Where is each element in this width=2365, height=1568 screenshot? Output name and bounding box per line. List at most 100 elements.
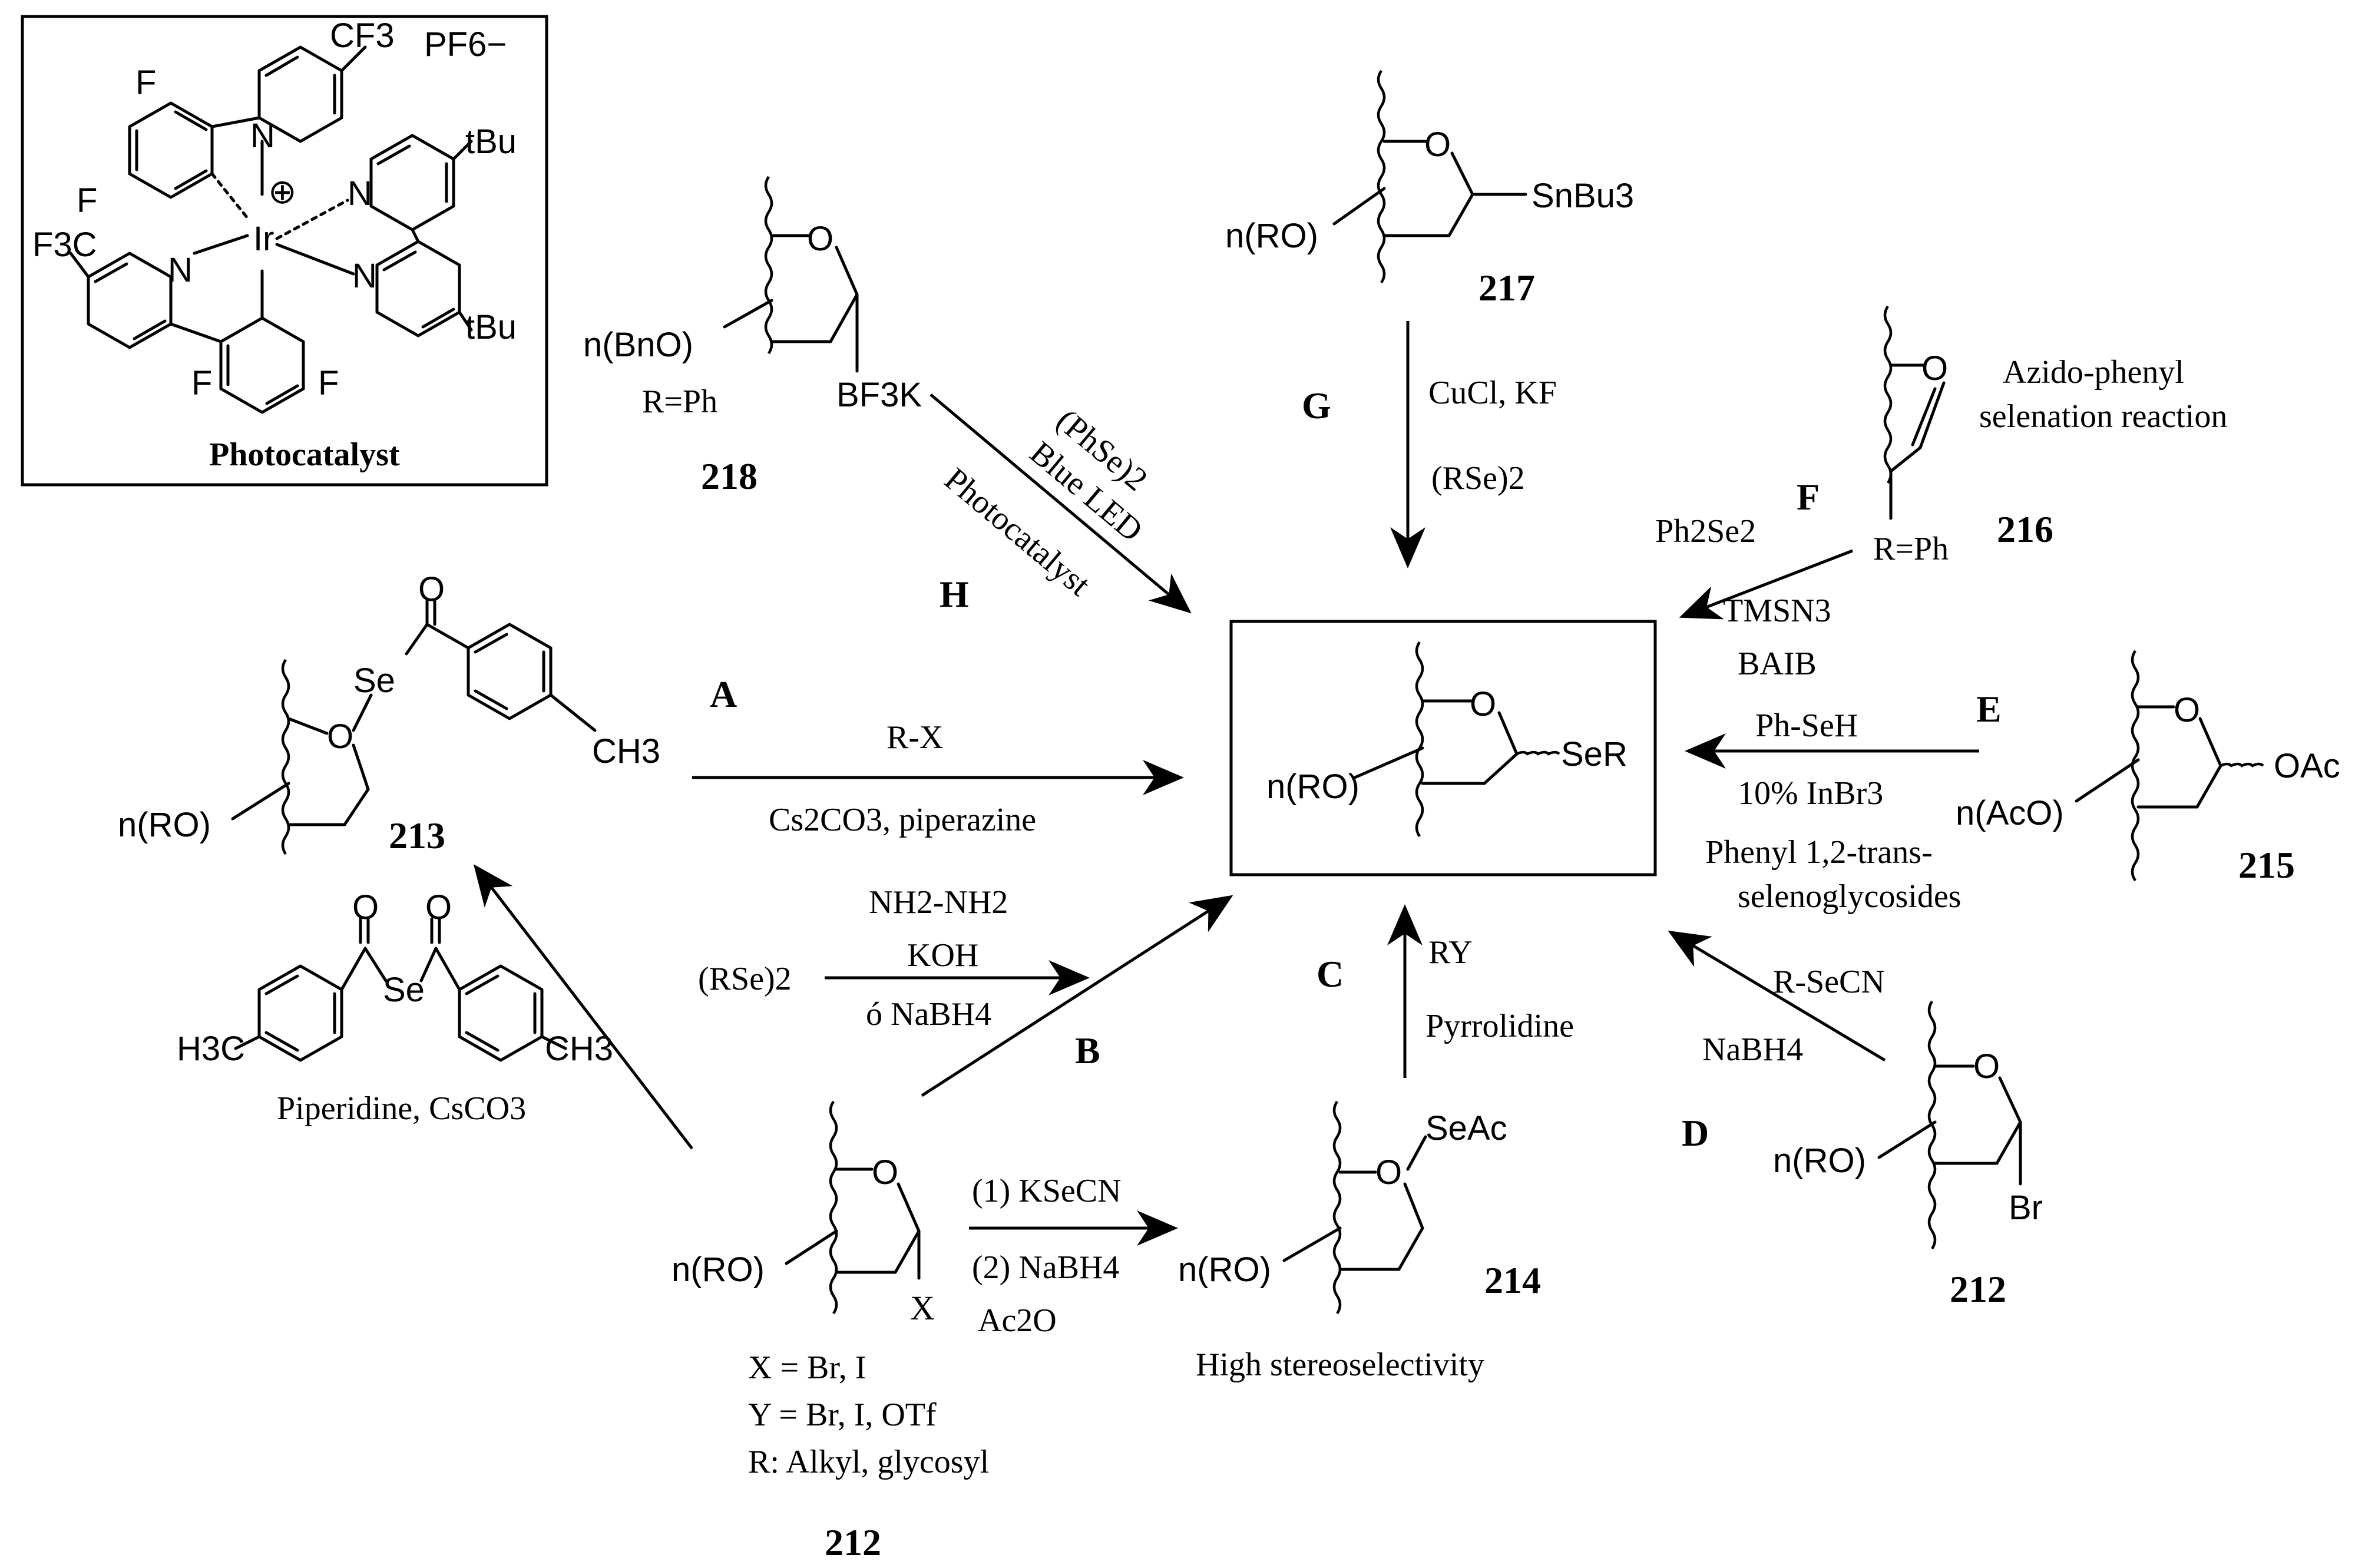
tbu-top: tBu <box>465 123 517 161</box>
ir-atom: Ir <box>253 220 274 258</box>
nitrogen-1: N <box>250 117 275 155</box>
c218-number: 218 <box>701 455 758 497</box>
compound-213: O Se O CH3 n(RO) 213 <box>118 570 660 856</box>
product-ser-group: SeR <box>1561 735 1628 773</box>
route-f-letter: F <box>1797 476 1820 518</box>
c213-number: 213 <box>389 815 445 856</box>
c212-left-def-y: Y = Br, I, OTf <box>748 1397 937 1433</box>
photocatalyst-structure: Ir ⊕ PF6− CF3 F3C tBu tBu F F F F N N N … <box>21 15 548 487</box>
route-f: F Ph2Se2 TMSN3 BAIB <box>1655 476 1831 682</box>
product-ring-oxygen: O <box>1470 685 1496 723</box>
c216-ring-oxygen: O <box>1921 349 1948 388</box>
counterion-label: PF6− <box>424 25 507 64</box>
charge-symbol: ⊕ <box>268 173 297 211</box>
c218-r-definition: R=Ph <box>642 383 717 420</box>
c215-oac: OAc <box>2274 747 2340 785</box>
cf3-top: CF3 <box>330 16 395 55</box>
route-d: D R-SeCN NaBH4 <box>1682 964 1885 1154</box>
arrow-b <box>921 895 1233 1097</box>
diselenide-reagent: Se O O H3C CH3 Piperidine, CsCO3 <box>177 888 613 1127</box>
route-g: G CuCl, KF (RSe)2 <box>1302 375 1557 497</box>
cf3-left: F3C <box>32 226 97 264</box>
c218-substituent: n(BnO) <box>583 326 693 364</box>
diselenide-methyl-left: H3C <box>177 1030 245 1068</box>
route-to214: (1) KSeCN (2) NaBH4 Ac2O <box>972 1173 1122 1339</box>
route-b-letter: B <box>1075 1030 1100 1071</box>
c215-number: 215 <box>2238 844 2295 886</box>
c214-substituent: n(RO) <box>1178 1251 1271 1289</box>
product-structure: O SeR n(RO) <box>1229 620 1657 876</box>
fluorine-1: F <box>135 64 156 102</box>
c212-left-def-r: R: Alkyl, glycosyl <box>748 1444 989 1480</box>
c215-substituent: n(AcO) <box>1956 794 2064 832</box>
c214-number: 214 <box>1484 1259 1541 1301</box>
c214-seac: SeAc <box>1425 1109 1507 1147</box>
c212-right-ring-oxygen: O <box>1973 1047 2000 1086</box>
diselenide-se: Se <box>383 971 425 1009</box>
c216-number: 216 <box>1997 508 2053 550</box>
route-d-letter: D <box>1682 1112 1709 1154</box>
photocatalyst-title: Photocatalyst <box>209 436 400 473</box>
route-f-line1: Ph2Se2 <box>1655 513 1756 550</box>
c213-methyl: CH3 <box>592 732 660 770</box>
nitrogen-3: N <box>348 174 372 213</box>
c216-note-line2: selenation reaction <box>1979 398 2227 435</box>
route-e: E Ph-SeH 10% InBr3 Phenyl 1,2-trans- sel… <box>1705 688 2002 915</box>
product-substituent: n(RO) <box>1266 768 1360 806</box>
arrow-f <box>1679 549 1853 620</box>
route-a-above: R-X <box>887 719 943 756</box>
route-a-letter: A <box>710 673 737 715</box>
reagent-to213: Piperidine, CsCO3 <box>277 1090 526 1127</box>
c218-bf3k: BF3K <box>836 376 922 414</box>
c212-left-def-x: X = Br, I <box>748 1349 866 1386</box>
route-b-reagent: (RSe)2 <box>698 961 792 997</box>
route-c: C RY Pyrrolidine <box>1317 934 1574 1044</box>
route-to214-line3: Ac2O <box>978 1302 1057 1339</box>
route-e-note2: selenoglycosides <box>1738 878 1961 915</box>
c212-left-x: X <box>910 1289 935 1327</box>
c217-substituent: n(RO) <box>1225 217 1318 255</box>
c212-right-number: 212 <box>1950 1268 2006 1310</box>
route-h: H (PhSe)2 Blue LED Photocatalyst <box>938 402 1155 615</box>
fluorine-2: F <box>77 181 97 220</box>
c217-ring-oxygen: O <box>1424 125 1451 164</box>
nitrogen-4: N <box>352 257 377 295</box>
route-c-line1: RY <box>1428 934 1473 971</box>
compound-218: O BF3K n(BnO) R=Ph 218 <box>583 176 922 497</box>
route-e-line2: 10% InBr3 <box>1738 775 1883 812</box>
c213-substituent: n(RO) <box>118 806 211 844</box>
arrow-to213 <box>473 864 693 1150</box>
route-c-letter: C <box>1317 953 1344 995</box>
route-b-line1: NH2-NH2 <box>869 884 1008 921</box>
route-g-line2: (RSe)2 <box>1431 460 1525 497</box>
fluorine-4: F <box>318 364 339 402</box>
c215-ring-oxygen: O <box>2174 691 2200 729</box>
c214-ring-oxygen: O <box>1375 1153 1402 1192</box>
route-c-line2: Pyrrolidine <box>1425 1008 1574 1044</box>
c212-left-number: 212 <box>825 1521 881 1563</box>
c213-ring-oxygen: O <box>327 717 353 756</box>
c216-r-definition: R=Ph <box>1873 531 1949 567</box>
route-b-line3: ó NaBH4 <box>866 996 991 1033</box>
route-h-letter: H <box>940 573 969 615</box>
route-a-below: Cs2CO3, piperazine <box>769 802 1036 838</box>
route-e-line1: Ph-SeH <box>1755 707 1858 744</box>
c213-selenium: Se <box>353 661 395 700</box>
c212-left-substituent: n(RO) <box>672 1251 765 1289</box>
c213-carbonyl-oxygen: O <box>418 570 445 608</box>
route-a: A R-X Cs2CO3, piperazine <box>710 673 1036 838</box>
diselenide-methyl-right: CH3 <box>545 1030 613 1068</box>
compound-212-right: O Br n(RO) 212 <box>1773 1000 2043 1310</box>
c212-right-substituent: n(RO) <box>1773 1142 1866 1180</box>
diselenide-oxygen-1: O <box>352 888 379 927</box>
c217-snbu3: SnBu3 <box>1532 177 1634 215</box>
compound-212-left: O X n(RO) X = Br, I Y = Br, I, OTf R: Al… <box>672 1100 989 1563</box>
c212-left-ring-oxygen: O <box>872 1153 898 1192</box>
compound-216: O Azido-phenyl selenation reaction R=Ph … <box>1873 305 2227 567</box>
fluorine-3: F <box>191 364 212 402</box>
route-g-letter: G <box>1302 385 1331 426</box>
arrow-d <box>1668 930 1886 1062</box>
route-to214-line1: (1) KSeCN <box>972 1173 1122 1209</box>
tbu-bottom: tBu <box>465 308 517 346</box>
